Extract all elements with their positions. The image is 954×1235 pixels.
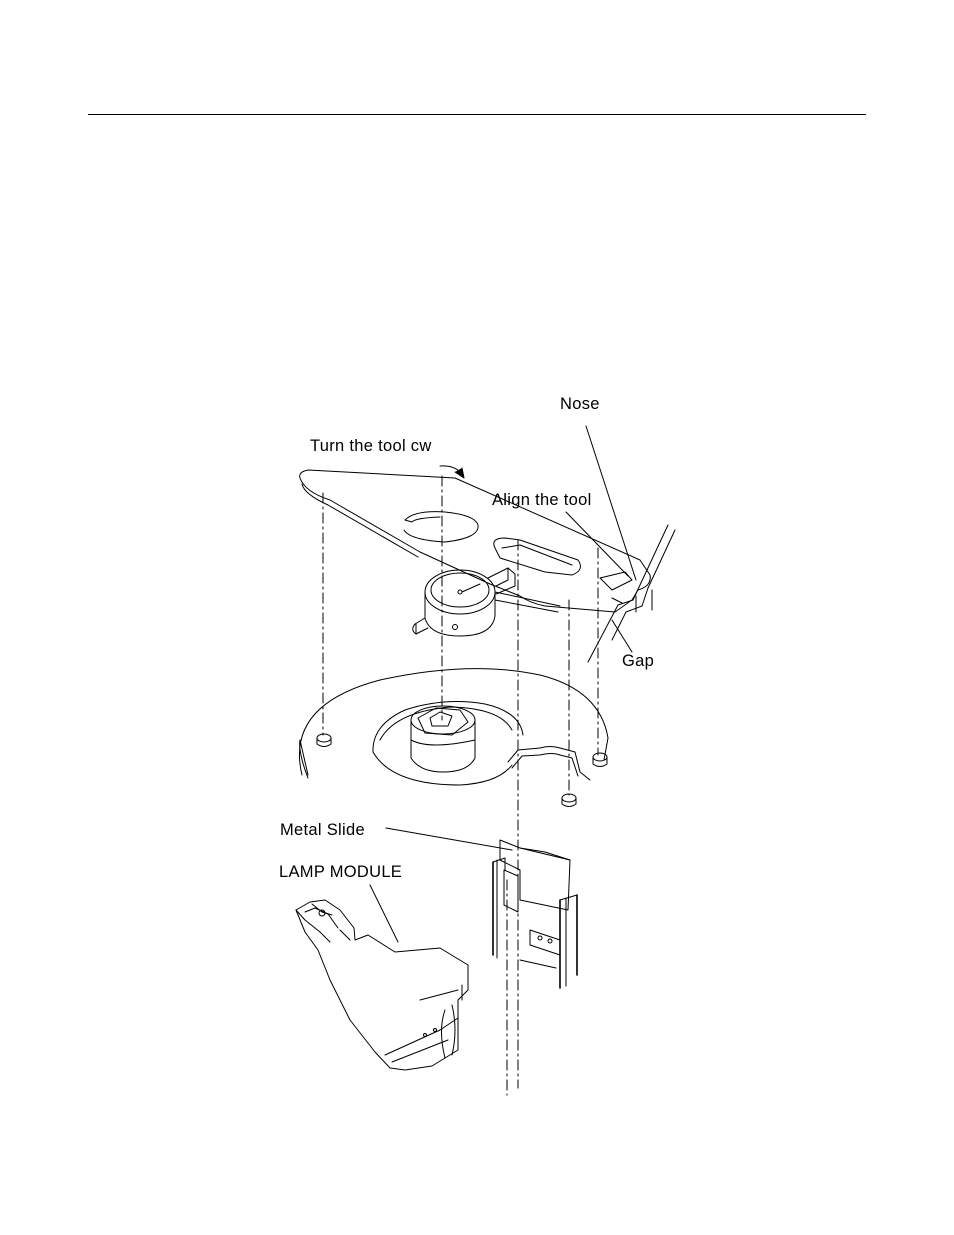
alignment-tool-plate	[299, 465, 651, 637]
label-turn-the-tool: Turn the tool cw	[310, 437, 432, 455]
nose-bracket	[587, 524, 676, 663]
leader-lines	[369, 425, 637, 943]
label-metal-slide: Metal Slide	[280, 821, 365, 839]
rotary-base-plate	[298, 668, 609, 807]
label-align-the-tool: Align the tool	[492, 491, 592, 509]
label-gap: Gap	[622, 652, 655, 670]
lamp-module	[295, 899, 469, 1071]
label-lamp-module: LAMP MODULE	[279, 863, 403, 881]
header-rule	[88, 114, 866, 115]
alignment-axes	[322, 475, 599, 1096]
label-nose: Nose	[560, 395, 600, 413]
metal-slide	[492, 839, 578, 989]
